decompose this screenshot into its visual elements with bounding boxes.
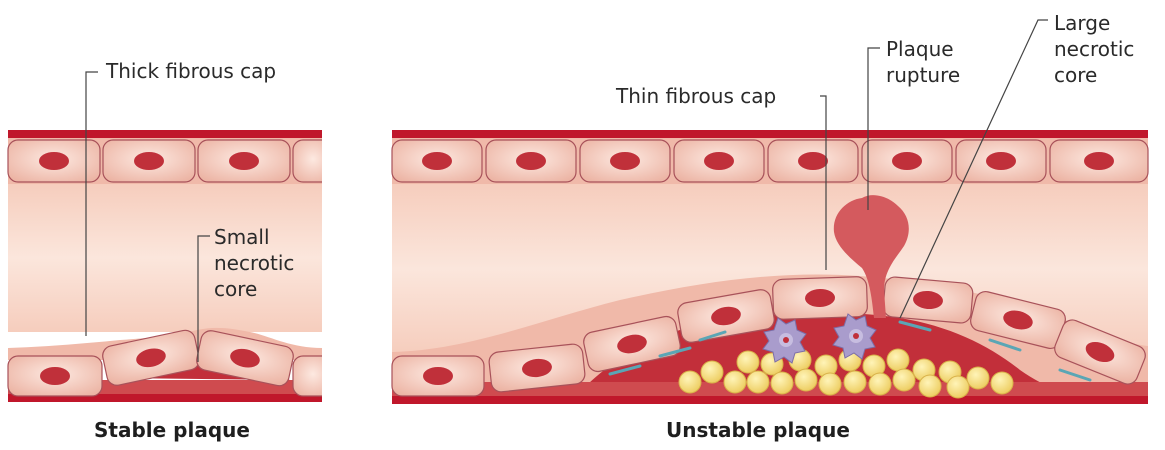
- cell-nucleus: [516, 152, 546, 170]
- small-necrotic-core-label: Small necrotic core: [214, 224, 294, 302]
- stable-plaque-caption: Stable plaque: [94, 418, 250, 442]
- cell-nucleus: [229, 152, 259, 170]
- cell-nucleus: [134, 152, 164, 170]
- cell-nucleus: [423, 367, 453, 385]
- small-necrotic-core-line: Small: [214, 224, 294, 250]
- unstable-top-wall: [392, 130, 1148, 138]
- unstable-plaque-caption: Unstable plaque: [666, 418, 850, 442]
- unstable-vessel: [392, 20, 1148, 404]
- unstable-top-cell-row: [392, 140, 1148, 182]
- large-necrotic-core-line: core: [1054, 62, 1134, 88]
- stable-top-wall: [8, 130, 322, 138]
- plaque-rupture-line: rupture: [886, 62, 960, 88]
- cell-nucleus: [422, 152, 452, 170]
- small-necrotic-core-line: necrotic: [214, 250, 294, 276]
- unstable-bottom-wall: [392, 396, 1148, 404]
- thin-fibrous-cap-label: Thin fibrous cap: [616, 83, 776, 109]
- cell-nucleus: [610, 152, 640, 170]
- cell-nucleus: [798, 152, 828, 170]
- cell-nucleus: [892, 152, 922, 170]
- large-necrotic-core-line: Large: [1054, 10, 1134, 36]
- plaque-rupture-label: Plaque rupture: [886, 36, 960, 88]
- stable-top-cell-row: [8, 140, 333, 182]
- large-necrotic-core-line: necrotic: [1054, 36, 1134, 62]
- plaque-rupture-line: Plaque: [886, 36, 960, 62]
- thick-fibrous-cap-label: Thick fibrous cap: [106, 58, 276, 84]
- small-necrotic-core-line: core: [214, 276, 294, 302]
- cell-nucleus: [1084, 152, 1114, 170]
- cell-nucleus: [39, 152, 69, 170]
- cell-nucleus: [704, 152, 734, 170]
- large-necrotic-core-label: Large necrotic core: [1054, 10, 1134, 88]
- cell-nucleus: [986, 152, 1016, 170]
- cell-nucleus: [40, 367, 70, 385]
